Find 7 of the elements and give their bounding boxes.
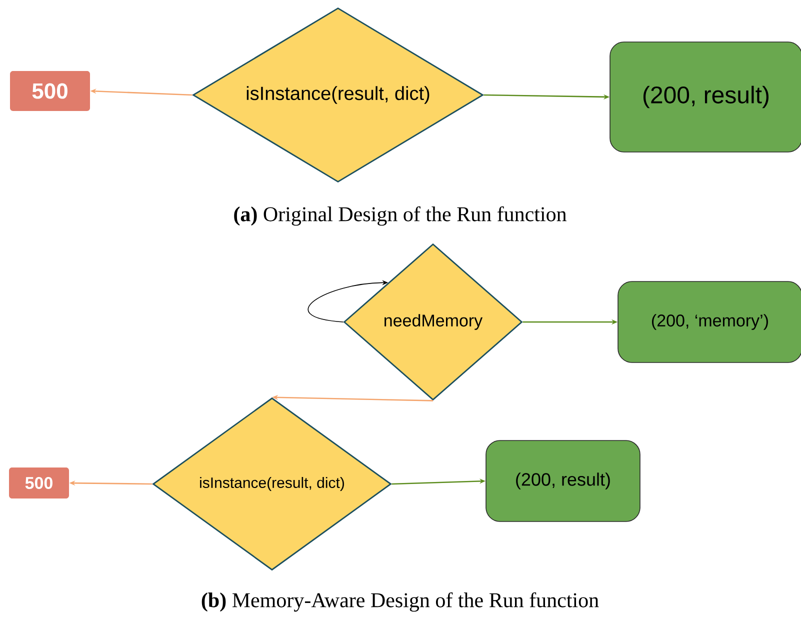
error-box: 500 <box>9 468 69 498</box>
figure-caption: (b) Memory-Aware Design of the Run function <box>202 592 599 612</box>
result-box: (200, result) <box>486 440 640 522</box>
error-box: 500 <box>10 71 90 111</box>
result-box: (200, result) <box>610 42 801 152</box>
result-box: (200, ‘memory’) <box>618 281 801 363</box>
figure-caption: (a) Original Design of the Run function <box>234 206 566 226</box>
